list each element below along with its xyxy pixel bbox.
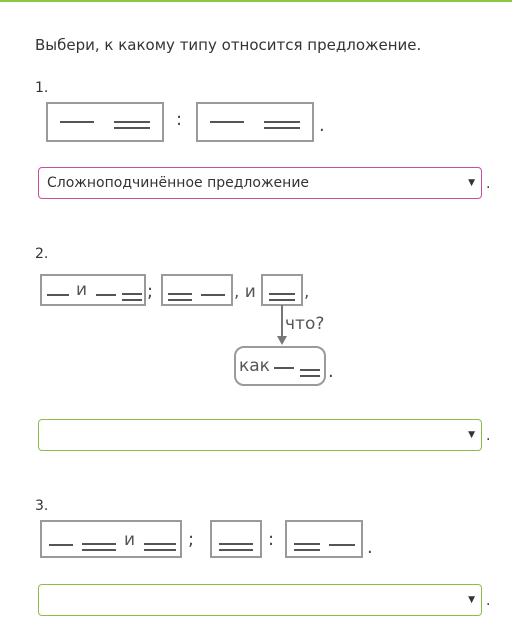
predicate-line [122,293,142,301]
select-period: . [486,593,491,609]
predicate-line [300,369,320,377]
sentence-type-select-1[interactable]: Сложноподчинённое предложение ▼ [38,167,482,199]
predicate-line [219,543,253,551]
subject-line [47,294,69,296]
clause-box [196,102,314,142]
clause-box [46,102,164,142]
clause-box [285,520,363,558]
item-number: 3. [35,498,49,514]
comma-mark: , [304,282,310,302]
predicate-line [294,543,320,551]
predicate-line [269,293,295,301]
sentence-type-select-3[interactable]: ▼ [38,584,482,616]
semicolon-mark: ; [188,529,195,550]
clause-box [210,520,262,558]
subject-line [201,294,225,296]
chevron-down-icon: ▼ [468,595,475,605]
question-label: что? [285,314,325,334]
conjunction-i: и [76,280,88,300]
chevron-down-icon: ▼ [468,430,475,440]
subject-line [329,544,355,546]
conjunction-kak: как [239,356,270,376]
end-period: . [328,361,334,382]
subject-line [274,367,294,369]
top-accent-bar [0,0,512,2]
end-period: . [367,537,373,558]
colon-mark: : [176,109,183,130]
chevron-down-icon: ▼ [468,178,475,188]
subordinate-clause-box: как [234,346,326,386]
select-period: . [486,176,491,192]
predicate-line [168,293,192,301]
colon-mark: : [268,529,275,550]
select-value: Сложноподчинённое предложение [47,175,310,191]
task-prompt: Выбери, к какому типу относится предложе… [35,36,422,54]
predicate-line [144,543,176,551]
sentence-type-select-2[interactable]: ▼ [38,419,482,451]
subject-line [210,121,244,123]
item-number: 1. [35,80,49,96]
clause-box [261,274,303,306]
subject-line [49,544,73,546]
clause-box: и [40,274,146,306]
predicate-line [264,121,300,129]
predicate-line [114,121,150,129]
select-period: . [486,428,491,444]
end-period: . [319,115,325,136]
item-number: 2. [35,246,49,262]
conjunction-i: и [124,530,136,550]
comma-and: , и [234,282,256,302]
arrow-down-icon [277,305,287,345]
semicolon-mark: ; [147,281,154,302]
clause-box [161,274,233,306]
clause-box: и [40,520,182,558]
subject-line [96,294,116,296]
predicate-line [82,543,116,551]
subject-line [60,121,94,123]
